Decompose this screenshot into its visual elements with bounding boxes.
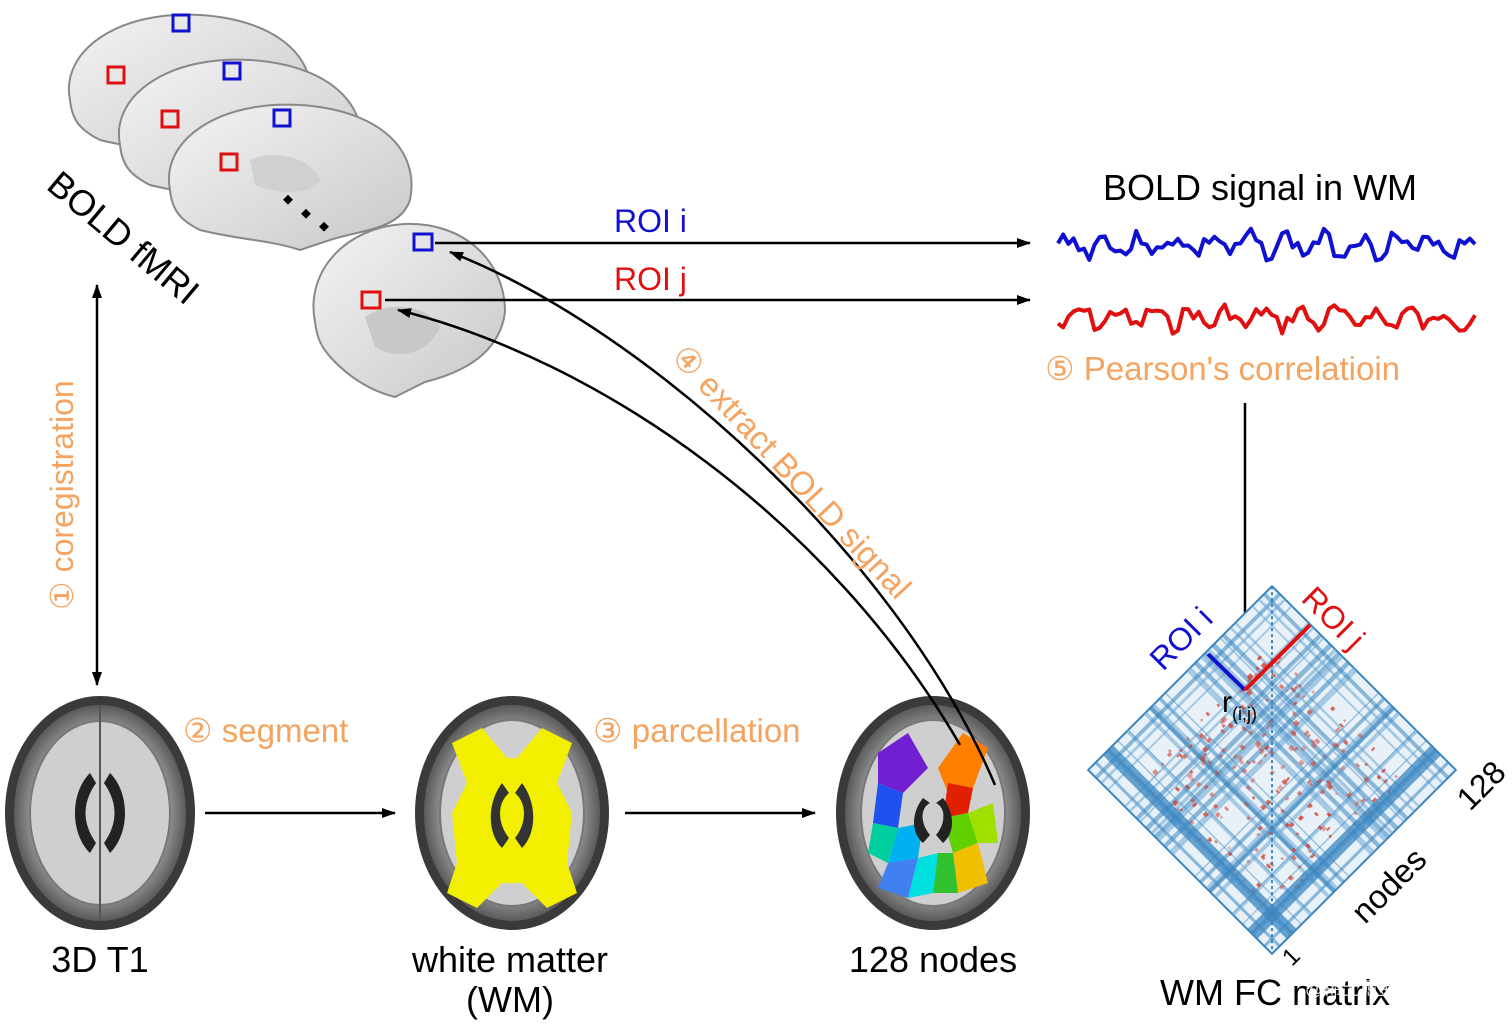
extract-arrow-roi-i	[449, 250, 997, 786]
roi-i-marker	[412, 232, 434, 252]
rij-symbol: r	[1222, 686, 1232, 719]
fmri-roi-j-marker-1	[106, 65, 126, 85]
nodes-label: 128 nodes	[849, 939, 1017, 980]
fmri-slice-stack	[67, 13, 507, 399]
fmri-roi-i-marker-2	[222, 61, 242, 81]
ellipsis-dots	[283, 194, 329, 232]
parcellation-label: ③ parcellation	[593, 712, 801, 749]
wm-brain-image	[415, 696, 609, 930]
fmri-slice-3	[167, 103, 413, 252]
roi-j-marker	[360, 290, 382, 310]
bold-wm-title: BOLD signal in WM	[1103, 167, 1417, 208]
extract-label: ④ extract BOLD signal	[665, 338, 919, 606]
fmri-roi-j-marker-2	[160, 109, 180, 129]
watermark: @稀土掘金技术社区	[1305, 979, 1467, 999]
fmri-slice-front	[312, 222, 507, 399]
rij-subscript: (i,j)	[1232, 704, 1257, 724]
roi-i-bold-trace	[1056, 226, 1477, 263]
wm-label-line1: white matter	[411, 939, 608, 980]
axis-128-label: 128	[1449, 754, 1512, 817]
t1-brain-image	[5, 696, 195, 930]
fc-matrix	[1086, 584, 1458, 956]
wm-label-line2: (WM)	[466, 979, 554, 1020]
roi-i-label: ROI i	[614, 203, 687, 239]
coregistration-label: ① coregistration	[44, 380, 80, 610]
rij-label: r(i,j)	[1222, 686, 1257, 724]
fmri-roi-j-marker-3	[219, 152, 239, 172]
matrix-title: WM FC matrix	[1160, 972, 1390, 1013]
segment-label: ② segment	[183, 712, 348, 749]
axis-1-label: 1	[1277, 943, 1306, 972]
fmri-roi-i-marker-3	[272, 108, 292, 128]
pearson-label: ⑤ Pearson's correlatioin	[1045, 350, 1400, 387]
nodes-brain-image	[836, 696, 1030, 930]
t1-label: 3D T1	[51, 939, 148, 980]
roi-j-label: ROI j	[614, 261, 687, 297]
extract-arrow-roi-j	[397, 308, 962, 746]
matrix-roi-i-marker	[1206, 652, 1247, 692]
roi-j-bold-trace	[1056, 302, 1477, 336]
matrix-roi-j-marker	[1243, 623, 1312, 692]
fmri-roi-i-marker-1	[171, 13, 191, 33]
